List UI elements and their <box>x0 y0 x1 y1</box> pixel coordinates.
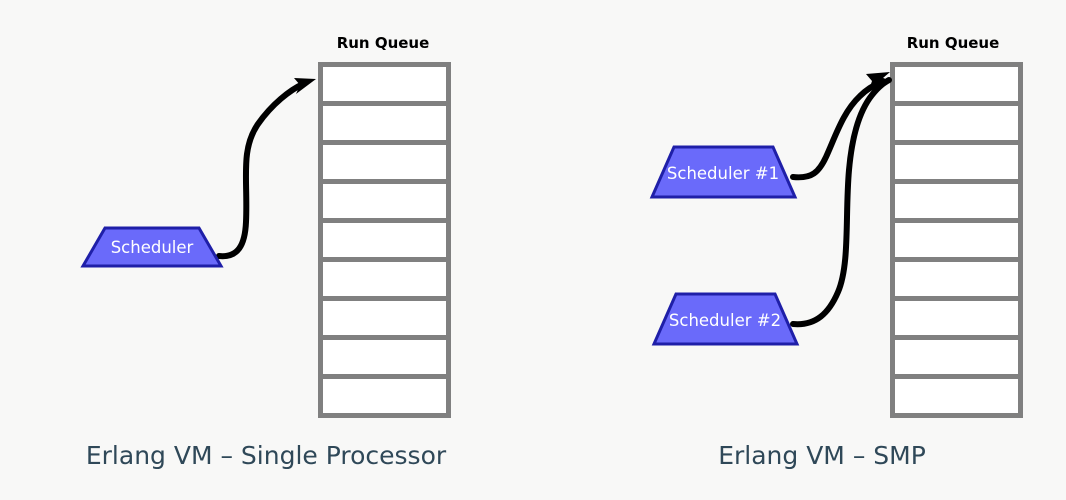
scheduler-label: Scheduler <box>111 238 194 257</box>
run-queue-cell[interactable] <box>318 374 451 418</box>
scheduler-2-node[interactable]: Scheduler #2 <box>651 292 800 346</box>
run-queue-right <box>890 62 1023 418</box>
panel-single-processor: Run Queue Scheduler <box>80 34 451 470</box>
run-queue-cell[interactable] <box>890 140 1023 184</box>
scheduler-2-trapezoid[interactable] <box>651 292 800 346</box>
run-queue-cell[interactable] <box>318 140 451 184</box>
run-queue-cell[interactable] <box>890 179 1023 223</box>
arrow-head-icon <box>866 72 890 90</box>
run-queue-cell[interactable] <box>318 335 451 379</box>
run-queue-cell[interactable] <box>890 218 1023 262</box>
run-queue-cell[interactable] <box>890 296 1023 340</box>
run-queue-cell[interactable] <box>318 101 451 145</box>
scheduler-1-label: Scheduler #1 <box>667 164 779 183</box>
run-queue-cell[interactable] <box>318 179 451 223</box>
caption-smp: Erlang VM – SMP <box>718 441 926 470</box>
arrow-scheduler-to-run-queue <box>216 78 316 260</box>
run-queue-left <box>318 62 451 418</box>
scheduler-2-label: Scheduler #2 <box>669 311 781 330</box>
scheduler-1-trapezoid[interactable] <box>649 145 798 199</box>
arrow-head-icon <box>294 78 316 94</box>
run-queue-cell[interactable] <box>318 296 451 340</box>
run-queue-cell[interactable] <box>890 257 1023 301</box>
run-queue-cell[interactable] <box>890 101 1023 145</box>
run-queue-cell[interactable] <box>318 62 451 106</box>
caption-single-processor: Erlang VM – Single Processor <box>86 441 447 470</box>
scheduler-1-node[interactable]: Scheduler #1 <box>649 145 798 199</box>
scheduler-trapezoid[interactable] <box>80 226 224 268</box>
run-queue-cell[interactable] <box>890 62 1023 106</box>
panel-smp: Run Queue <box>649 34 1023 470</box>
arrow-scheduler-2-to-run-queue <box>790 77 892 328</box>
run-queue-cell[interactable] <box>318 257 451 301</box>
scheduler-node[interactable]: Scheduler <box>80 226 224 268</box>
run-queue-cell[interactable] <box>318 218 451 262</box>
run-queue-cell[interactable] <box>890 335 1023 379</box>
run-queue-title-left: Run Queue <box>337 34 430 52</box>
run-queue-title-right: Run Queue <box>907 34 1000 52</box>
run-queue-cell[interactable] <box>890 374 1023 418</box>
